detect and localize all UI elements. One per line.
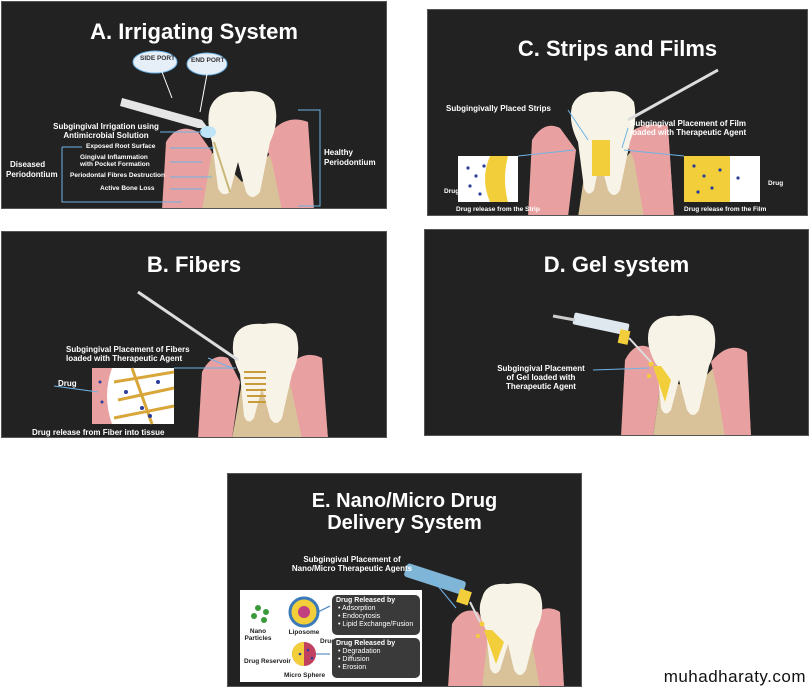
fibers-drug-label: Drug [58,379,77,388]
drug-right-label: Drug [768,180,784,187]
irrigation-label-line2: Antimicrobial Solution [63,131,149,140]
panel-d-gel-system: D. Gel system Subgingival Placement of G… [424,229,809,436]
gel-placement-line1: Subgingival Placement [497,364,585,373]
box1-item: • Lipid Exchange/Fusion [338,621,414,628]
exposed-root-label: Exposed Root Surface [86,143,156,150]
strips-label: Subgingivally Placed Strips [446,104,551,113]
healthy-periodontium-line2: Periodontium [324,158,376,167]
nano-particles-line2: Particles [244,635,272,642]
end-port-label: END PORT [191,57,225,64]
film-label-line1: Subgingival Placement of Film [630,119,747,128]
panel-a-irrigating-system: A. Irrigating System SIDE PORT END PORT [1,1,387,209]
panel-b-fibers: B. Fibers Subgingival Placement of Fiber… [1,231,387,438]
side-port-label: SIDE PORT [140,55,176,62]
fibers-release-label: Drug release from Fiber into tissue [32,428,165,437]
diseased-periodontium-line2: Periodontium [6,170,58,179]
gel-placement-line2: of Gel loaded with [506,373,576,382]
inflammation-label-line1: Gingival Inflammation [80,154,148,161]
box2-item: • Erosion [338,664,367,671]
panel-e-title-line2: Delivery System [327,512,482,534]
liposome-release-box: Drug Released by • Adsorption • Endocyto… [332,595,420,635]
panel-e-title-line1: E. Nano/Micro Drug [311,490,498,512]
panel-c-illustration [458,68,760,215]
irrigation-label-line1: Subgingival Irrigation using [53,122,159,131]
panel-a-title: A. Irrigating System [90,19,298,44]
panel-a-illustration [61,50,321,208]
nano-particles-line1: Nano [249,628,267,635]
panel-b-illustration [53,290,328,437]
healthy-periodontium-line1: Healthy [324,148,353,157]
gel-placement-line3: Therapeutic Agent [506,382,576,391]
diseased-periodontium-line1: Diseased [10,160,46,169]
nano-placement-line2: Nano/Micro Therapeutic Agents [291,564,413,573]
panel-c-title: C. Strips and Films [517,36,718,61]
drug-reservoir-label: Drug Reservoir [244,658,291,665]
box2-heading: Drug Released by [336,640,396,647]
fibers-placement-line2: loaded with Therapeutic Agent [66,354,183,363]
panel-b-title: B. Fibers [146,252,242,277]
film-label-line2: loaded with Therapeutic Agent [630,128,747,137]
drug-left-label: Drug [444,188,460,195]
drug-label: Drug [320,638,336,645]
watermark: muhadharaty.com [663,667,806,686]
inflammation-label-line2: with Pocket Formation [80,161,150,168]
fibers-placement-line1: Subgingival Placement of Fibers [66,345,190,354]
microsphere-release-box: Drug Released by • Degradation • Diffusi… [332,638,420,678]
fibres-destruction-label: Periodontal Fibres Destruction [70,172,165,179]
box1-item: • Endocytosis [338,613,381,620]
release-film-label: Drug release from the Film [684,206,767,213]
box2-item: • Degradation [338,648,381,655]
panel-c-strips-and-films: C. Strips and Films Subgingivally Placed… [427,9,808,216]
panel-e-nano-micro: E. Nano/Micro Drug Delivery System Subgi… [227,473,582,687]
nano-placement-line1: Subgingival Placement of [303,555,401,564]
panel-d-illustration [552,312,751,435]
release-strip-label: Drug release from the Strip [456,206,540,213]
box2-item: • Diffusion [338,656,370,663]
liposome-label: Liposome [288,629,320,636]
box1-heading: Drug Released by [336,597,396,604]
box1-item: • Adsorption [338,605,376,612]
panel-d-title: D. Gel system [543,252,690,277]
micro-sphere-label: Micro Sphere [284,672,326,679]
bone-loss-label: Active Bone Loss [100,185,155,192]
